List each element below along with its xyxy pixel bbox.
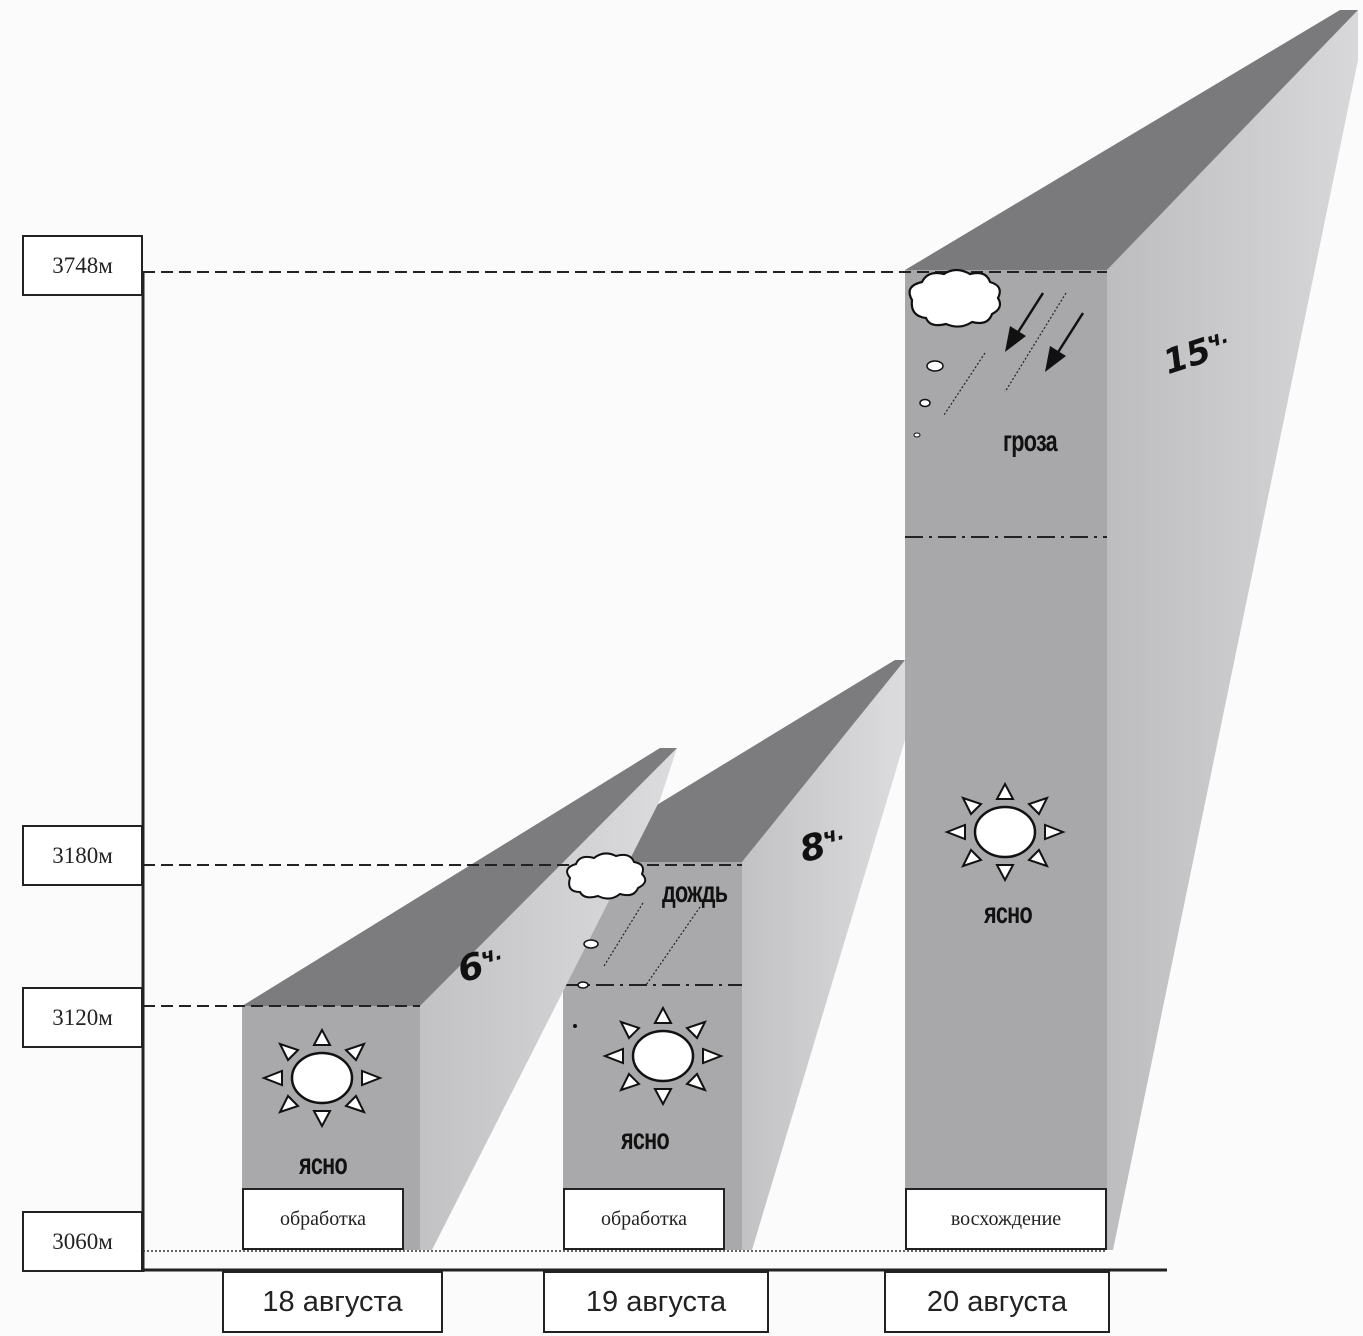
weather-label-day1: ясно xyxy=(299,1148,348,1181)
date-label-day1: 18 августа xyxy=(222,1271,443,1333)
storm-cloud-icon xyxy=(908,268,1085,438)
arrow-down-left-icon xyxy=(1045,312,1085,372)
bar-day-3 xyxy=(905,10,1358,1250)
task-label-day3: восхождение xyxy=(905,1188,1107,1250)
altitude-label-3120: 3120м xyxy=(22,987,143,1048)
date-label-day3: 20 августа xyxy=(884,1271,1110,1333)
rain-cloud-icon xyxy=(566,852,701,1028)
bar-3-top-face xyxy=(905,10,1358,270)
altitude-label-3748: 3748м xyxy=(22,235,143,296)
sun-icon xyxy=(261,1027,383,1129)
task-label-day1: обработка xyxy=(242,1188,404,1250)
weather-label-day2-high: дождь xyxy=(662,876,728,909)
arrow-down-left-icon xyxy=(1005,292,1045,352)
sun-icon xyxy=(602,1005,724,1107)
altitude-label-3180: 3180м xyxy=(22,825,143,886)
bar-day-2 xyxy=(563,660,905,1250)
bar-2-side-face xyxy=(742,660,905,1250)
bar-1-top-face xyxy=(242,748,677,1006)
weather-label-day2-low: ясно xyxy=(621,1123,670,1156)
weather-label-day3-low: ясно xyxy=(984,897,1033,930)
bar-3-front-face xyxy=(905,270,1107,1250)
task-label-day2: обработка xyxy=(563,1188,725,1250)
date-label-day2: 19 августа xyxy=(543,1271,769,1333)
sun-icon xyxy=(944,781,1066,883)
altitude-label-3060: 3060м xyxy=(22,1211,143,1272)
weather-label-day3-high: гроза xyxy=(1003,425,1058,458)
bar-3-side-face xyxy=(1107,10,1358,1250)
